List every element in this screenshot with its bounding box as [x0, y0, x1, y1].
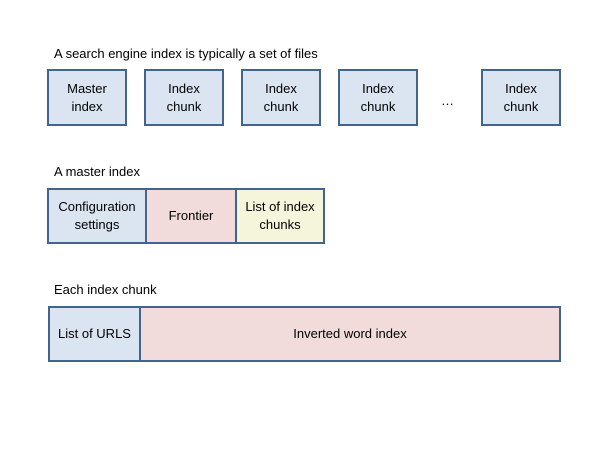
- master-index-caption: A master index: [54, 164, 140, 179]
- list-of-urls-segment: List of URLS: [48, 306, 141, 362]
- configuration-settings-segment: Configuration settings: [47, 188, 147, 244]
- index-chunk-box-4: Index chunk: [481, 69, 561, 126]
- index-chunk-box-3: Index chunk: [338, 69, 418, 126]
- index-chunk-label-4: Index chunk: [503, 80, 539, 114]
- master-index-box: Master index: [47, 69, 127, 126]
- list-of-index-chunks-label: List of index chunks: [245, 199, 315, 232]
- inverted-word-index-label: Inverted word index: [293, 326, 407, 341]
- frontier-label: Frontier: [168, 208, 214, 223]
- frontier-segment: Frontier: [145, 188, 237, 244]
- inverted-word-index-segment: Inverted word index: [139, 306, 561, 362]
- index-chunk-label-1: Index chunk: [166, 80, 202, 114]
- configuration-settings-label: Configuration settings: [58, 199, 136, 232]
- index-chunk-caption: Each index chunk: [54, 282, 157, 297]
- list-of-urls-label: List of URLS: [58, 326, 131, 341]
- index-chunk-label-2: Index chunk: [263, 80, 299, 114]
- master-index-label: Master index: [67, 80, 107, 114]
- index-chunk-label-3: Index chunk: [360, 80, 396, 114]
- more-chunks-ellipsis: …: [441, 93, 454, 108]
- index-chunk-box-2: Index chunk: [241, 69, 321, 126]
- index-chunk-box-1: Index chunk: [144, 69, 224, 126]
- files-caption: A search engine index is typically a set…: [54, 46, 318, 61]
- list-of-index-chunks-segment: List of index chunks: [235, 188, 325, 244]
